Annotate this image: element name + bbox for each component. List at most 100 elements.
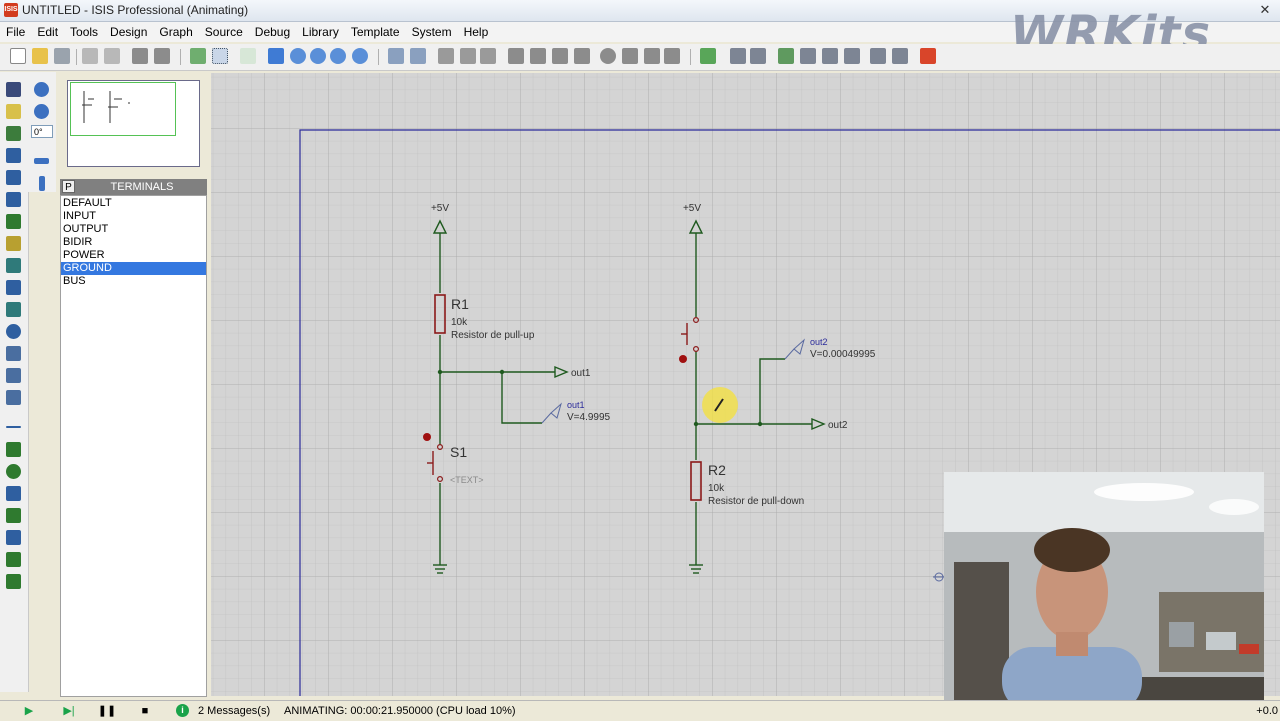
- virtual-instrument-icon[interactable]: [6, 390, 21, 405]
- rotation-angle-field[interactable]: 0°: [31, 125, 53, 138]
- output-terminal-out2[interactable]: out2: [811, 417, 848, 431]
- menu-template[interactable]: Template: [350, 25, 400, 39]
- menu-edit[interactable]: Edit: [37, 25, 59, 39]
- zoom-in-icon[interactable]: [290, 48, 306, 64]
- undo-icon[interactable]: [388, 48, 404, 64]
- junction-dot-icon[interactable]: [6, 126, 21, 141]
- terminal-item-input[interactable]: INPUT: [63, 210, 96, 222]
- export-icon[interactable]: [104, 48, 120, 64]
- current-probe-icon[interactable]: [6, 368, 21, 383]
- menu-library[interactable]: Library: [302, 25, 339, 39]
- terminal-item-bus[interactable]: BUS: [63, 275, 86, 287]
- text-tool-icon[interactable]: [6, 530, 21, 545]
- voltage-probe-out2[interactable]: out2 V=0.00049995: [784, 337, 876, 360]
- rotate-anticlockwise-icon[interactable]: [34, 104, 49, 119]
- menu-design[interactable]: Design: [110, 25, 148, 39]
- resistor-r1[interactable]: [434, 294, 446, 334]
- grid-toggle-icon[interactable]: [212, 48, 228, 64]
- menu-system[interactable]: System: [411, 25, 452, 39]
- text-script-icon[interactable]: [6, 170, 21, 185]
- output-terminal-out1[interactable]: out1: [554, 365, 591, 379]
- cut-icon[interactable]: [438, 48, 454, 64]
- pick-device-icon[interactable]: [600, 48, 616, 64]
- netlist-to-ares-icon[interactable]: [892, 48, 908, 64]
- remove-sheet-icon[interactable]: [800, 48, 816, 64]
- switch-s2[interactable]: [679, 317, 700, 363]
- power-terminal-right[interactable]: +5V: [683, 203, 704, 234]
- path-tool-icon[interactable]: [6, 508, 21, 523]
- info-icon[interactable]: i: [176, 704, 189, 717]
- open-folder-icon[interactable]: [32, 48, 48, 64]
- box-tool-icon[interactable]: [6, 442, 21, 457]
- block-delete-icon[interactable]: [574, 48, 590, 64]
- menu-file[interactable]: File: [6, 25, 26, 39]
- mirror-horizontal-icon[interactable]: [34, 158, 49, 164]
- voltage-probe-out1[interactable]: out1 V=4.9995: [541, 400, 611, 424]
- tape-recorder-icon[interactable]: [6, 302, 21, 317]
- pause-button[interactable]: ❚❚: [97, 705, 117, 717]
- component-mode-icon[interactable]: [6, 104, 21, 119]
- device-pins-icon[interactable]: [6, 258, 21, 273]
- import-icon[interactable]: [82, 48, 98, 64]
- switch-actuator-dot[interactable]: [679, 355, 687, 363]
- step-button[interactable]: ▶|: [63, 705, 75, 717]
- resistor-r2[interactable]: [690, 461, 702, 501]
- switch-actuator-dot[interactable]: [423, 433, 431, 441]
- save-icon[interactable]: [54, 48, 70, 64]
- zoom-area-icon[interactable]: [352, 48, 368, 64]
- switch-s1[interactable]: [423, 433, 444, 483]
- subcircuit-icon[interactable]: [6, 214, 21, 229]
- schematic-canvas[interactable]: +5V R1 10k Resistor de pull-up out1 out1…: [211, 73, 1280, 696]
- overview-window[interactable]: [67, 80, 200, 167]
- ares-icon[interactable]: [920, 48, 936, 64]
- menu-source[interactable]: Source: [204, 25, 243, 39]
- zoom-out-icon[interactable]: [310, 48, 326, 64]
- wire-label-icon[interactable]: [6, 148, 21, 163]
- play-button[interactable]: ▶: [24, 705, 34, 717]
- paste-icon[interactable]: [480, 48, 496, 64]
- terminal-item-ground[interactable]: GROUND: [61, 262, 206, 275]
- bus-icon[interactable]: [6, 192, 21, 207]
- selection-mode-icon[interactable]: [6, 82, 21, 97]
- bill-of-materials-icon[interactable]: [844, 48, 860, 64]
- menu-graph[interactable]: Graph: [159, 25, 193, 39]
- menu-tools[interactable]: Tools: [70, 25, 99, 39]
- window-close-button[interactable]: ✕: [1259, 2, 1271, 17]
- search-tag-icon[interactable]: [730, 48, 746, 64]
- redo-icon[interactable]: [410, 48, 426, 64]
- message-count[interactable]: 2 Messages(s): [198, 705, 271, 717]
- terminal-item-bidir[interactable]: BIDIR: [63, 236, 93, 248]
- menu-debug[interactable]: Debug: [254, 25, 291, 39]
- line-tool-icon[interactable]: [6, 426, 21, 428]
- rotate-clockwise-icon[interactable]: [34, 82, 49, 97]
- voltage-probe-icon[interactable]: [6, 346, 21, 361]
- print-icon[interactable]: [132, 48, 148, 64]
- block-move-icon[interactable]: [530, 48, 546, 64]
- copy-icon[interactable]: [460, 48, 476, 64]
- symbol-tool-icon[interactable]: [6, 552, 21, 567]
- block-rotate-icon[interactable]: [552, 48, 568, 64]
- terminals-mode-icon[interactable]: [6, 236, 21, 251]
- property-tool-icon[interactable]: [750, 48, 766, 64]
- origin-icon[interactable]: [240, 48, 256, 64]
- stop-button[interactable]: ■: [141, 705, 149, 717]
- terminal-item-default[interactable]: DEFAULT: [63, 197, 112, 209]
- exit-to-parent-icon[interactable]: [822, 48, 838, 64]
- arc-tool-icon[interactable]: [6, 486, 21, 501]
- power-terminal-left[interactable]: +5V: [431, 203, 449, 234]
- block-copy-icon[interactable]: [508, 48, 524, 64]
- pan-icon[interactable]: [268, 48, 284, 64]
- circle-tool-icon[interactable]: [6, 464, 21, 479]
- make-device-icon[interactable]: [622, 48, 638, 64]
- menu-help[interactable]: Help: [463, 25, 489, 39]
- new-sheet-icon[interactable]: [778, 48, 794, 64]
- pick-button[interactable]: P: [62, 180, 75, 193]
- decompose-icon[interactable]: [664, 48, 680, 64]
- redraw-icon[interactable]: [190, 48, 206, 64]
- packaging-tool-icon[interactable]: [644, 48, 660, 64]
- generator-icon[interactable]: [6, 324, 21, 339]
- graph-mode-icon[interactable]: [6, 280, 21, 295]
- terminal-item-output[interactable]: OUTPUT: [63, 223, 109, 235]
- wire-autorouter-icon[interactable]: [700, 48, 716, 64]
- terminal-item-power[interactable]: POWER: [63, 249, 105, 261]
